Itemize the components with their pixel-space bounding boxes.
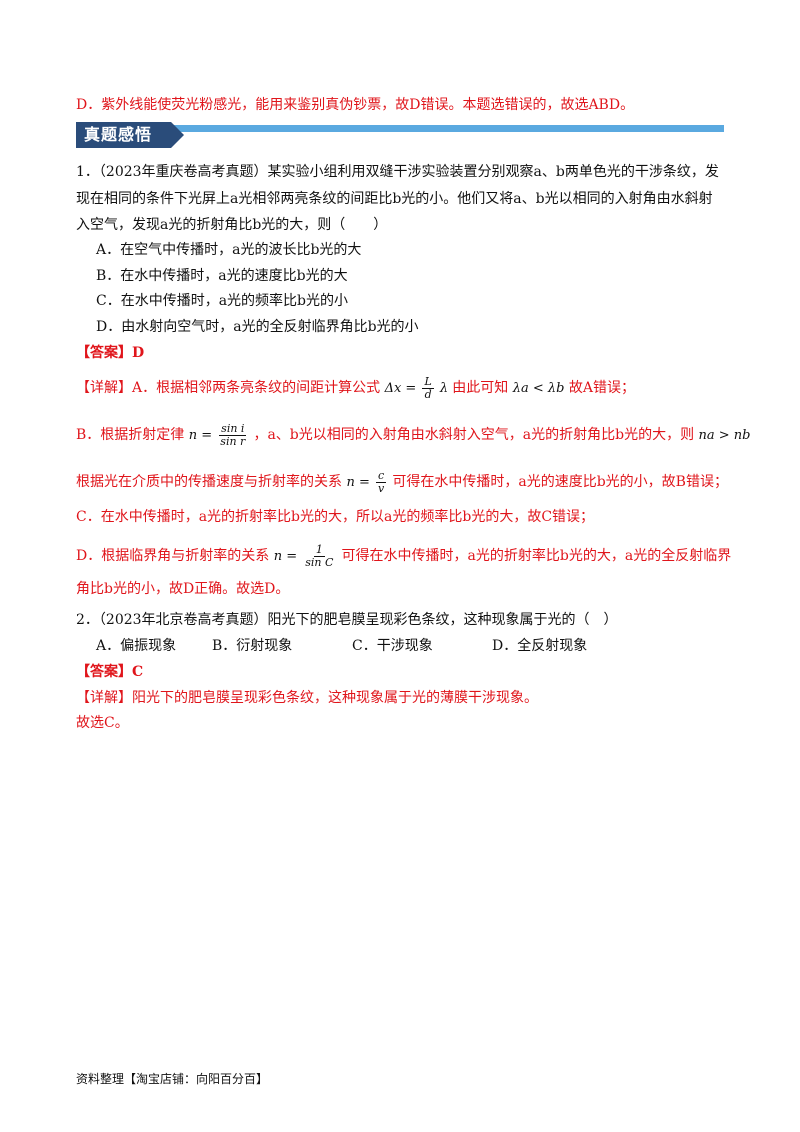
q2-option-c: C．干涉现象 bbox=[352, 638, 433, 654]
formula-d-fraction: 1 sin C bbox=[303, 544, 335, 569]
q1-detail-b2-post: 可得在水中传播时，a光的速度比b光的小，故B错误； bbox=[392, 474, 728, 490]
formula-b-numerator: sin i bbox=[219, 422, 247, 436]
formula-a-fraction: L d bbox=[422, 375, 434, 401]
q1-relation-b: na > nb bbox=[698, 428, 751, 443]
q2-option-a: A．偏振现象 bbox=[96, 638, 177, 654]
formula-d-lhs: n = bbox=[273, 549, 298, 564]
q2-detail: 【详解】阳光下的肥皂膜呈现彩色条纹，这种现象属于光的薄膜干涉现象。 bbox=[76, 690, 538, 706]
formula-b2-numerator: c bbox=[376, 469, 387, 483]
formula-d-denominator: sin C bbox=[305, 556, 334, 569]
formula-b-denominator: sin r bbox=[220, 435, 246, 448]
formula-a-rhs: λ bbox=[439, 381, 449, 396]
formula-a-lhs: Δx = bbox=[384, 381, 417, 396]
q1-formula-d: n = 1 sin C bbox=[273, 544, 342, 569]
formula-b-lhs: n = bbox=[188, 428, 213, 443]
q1-option-b: B．在水中传播时，a光的速度比b光的大 bbox=[96, 268, 348, 284]
q1-detail-d-text: D．根据临界角与折射率的关系 bbox=[76, 548, 270, 564]
q1-formula-b: n = sin i sin r bbox=[188, 423, 254, 448]
banner-tab bbox=[76, 122, 184, 148]
q1-detail-a: 【详解】A．根据相邻两条亮条纹的间距计算公式 Δx = L d λ 由此可知 λ… bbox=[76, 376, 635, 401]
q1-detail-a-text: 【详解】A．根据相邻两条亮条纹的间距计算公式 bbox=[76, 380, 381, 396]
q1-formula-b2: n = c v bbox=[346, 470, 392, 495]
q1-relation-a: λa < λb bbox=[512, 381, 565, 396]
q1-detail-d-post: 可得在水中传播时，a光的折射率比b光的大，a光的全反射临界 bbox=[341, 548, 732, 564]
q1-formula-a: Δx = L d λ bbox=[384, 376, 453, 401]
footer-credit: 资料整理【淘宝店铺：向阳百分百】 bbox=[76, 1072, 269, 1086]
banner-bar bbox=[76, 125, 724, 132]
formula-b2-lhs: n = bbox=[346, 475, 370, 490]
q1-detail-b2: 根据光在介质中的传播速度与折射率的关系 n = c v 可得在水中传播时，a光的… bbox=[76, 470, 728, 495]
q1-detail-c: C．在水中传播时，a光的折射率比b光的大，所以a光的频率比b光的大，故C错误； bbox=[76, 509, 595, 525]
q1-option-a: A．在空气中传播时，a光的波长比b光的大 bbox=[96, 242, 362, 258]
q2-answer: 【答案】C bbox=[76, 664, 144, 680]
q2-option-d: D．全反射现象 bbox=[492, 638, 588, 654]
q1-detail-b-text: B．根据折射定律 bbox=[76, 427, 185, 443]
formula-b2-fraction: c v bbox=[376, 469, 387, 495]
q1-stem-line-1: 1．（2023年重庆卷高考真题）某实验小组利用双缝干涉实验装置分别观察a、b两单… bbox=[76, 164, 719, 180]
q1-detail-b-post: ，a、b光以相同的入射角由水斜射入空气，a光的折射角比b光的大，则 bbox=[253, 427, 695, 443]
formula-d-numerator: 1 bbox=[313, 543, 325, 557]
q1-option-c: C．在水中传播时，a光的频率比b光的小 bbox=[96, 293, 349, 309]
q1-stem-line-3: 入空气，发现a光的折射角比b光的大，则（ ） bbox=[76, 217, 388, 233]
previous-answer-d: D．紫外线能使荧光粉感光，能用来鉴别真伪钞票，故D错误。本题选错误的，故选ABD… bbox=[76, 97, 635, 113]
q1-detail-a-post: 故A错误； bbox=[568, 380, 636, 396]
formula-a-denominator: d bbox=[424, 388, 432, 401]
formula-a-numerator: L bbox=[422, 375, 434, 389]
q1-detail-d-line-2: 角比b光的小，故D正确。故选D。 bbox=[76, 581, 290, 597]
q2-stem: 2．（2023年北京卷高考真题）阳光下的肥皂膜呈现彩色条纹，这种现象属于光的（ … bbox=[76, 612, 618, 628]
q1-detail-a-mid: 由此可知 bbox=[452, 380, 509, 396]
q1-stem-line-2: 现在相同的条件下光屏上a光相邻两亮条纹的间距比b光的小。他们又将a、b光以相同的… bbox=[76, 191, 713, 207]
q2-option-b: B．衍射现象 bbox=[212, 638, 293, 654]
q1-answer: 【答案】D bbox=[76, 345, 145, 361]
q2-conclusion: 故选C。 bbox=[76, 715, 129, 731]
formula-b-fraction: sin i sin r bbox=[218, 423, 247, 448]
q1-detail-b2-text: 根据光在介质中的传播速度与折射率的关系 bbox=[76, 474, 342, 490]
q1-option-d: D．由水射向空气时，a光的全反射临界角比b光的小 bbox=[96, 319, 419, 335]
section-title: 真题感悟 bbox=[84, 125, 153, 144]
q1-detail-b: B．根据折射定律 n = sin i sin r ，a、b光以相同的入射角由水斜… bbox=[76, 423, 751, 448]
formula-b2-denominator: v bbox=[378, 482, 385, 495]
q1-detail-d: D．根据临界角与折射率的关系 n = 1 sin C 可得在水中传播时，a光的折… bbox=[76, 544, 731, 569]
